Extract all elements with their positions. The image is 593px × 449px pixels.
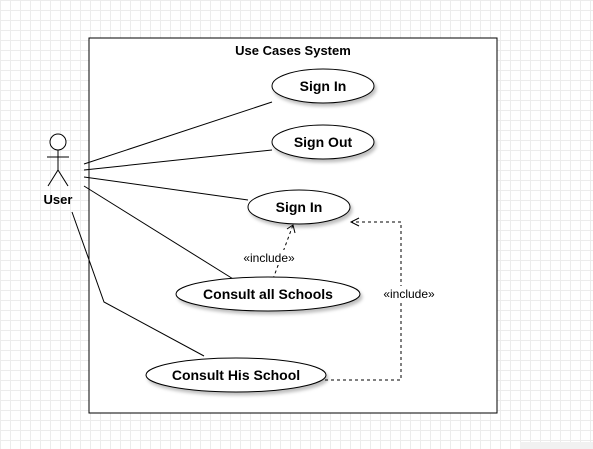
use-case-label: Consult all Schools bbox=[203, 286, 333, 302]
actor-name: User bbox=[44, 192, 73, 207]
actor-left-leg bbox=[47, 169, 59, 187]
association-sign-out[interactable] bbox=[83, 149, 273, 171]
actor-user[interactable] bbox=[47, 133, 69, 187]
include-label-1: «include» bbox=[243, 251, 295, 265]
include-edge-consult-his[interactable] bbox=[325, 221, 402, 381]
actor-right-leg bbox=[57, 169, 69, 187]
include-arrowhead-2 bbox=[349, 217, 360, 227]
actor-head bbox=[49, 133, 67, 151]
system-title: Use Cases System bbox=[235, 43, 351, 58]
association-sign-in[interactable] bbox=[83, 101, 273, 165]
use-case-consult-all-schools[interactable]: Consult all Schools bbox=[175, 276, 361, 312]
use-case-label: Sign In bbox=[300, 78, 347, 94]
association-sign-in-2[interactable] bbox=[83, 176, 249, 201]
association-consult-his-school[interactable] bbox=[71, 211, 205, 357]
use-case-label: Consult His School bbox=[172, 367, 300, 383]
include-arrowhead-1 bbox=[286, 224, 296, 234]
use-case-consult-his-school[interactable]: Consult His School bbox=[145, 357, 327, 393]
include-label-2: «include» bbox=[383, 287, 435, 301]
use-case-label: Sign In bbox=[276, 199, 323, 215]
association-consult-all-schools[interactable] bbox=[83, 185, 239, 283]
canvas-edge-strip bbox=[520, 442, 593, 449]
use-case-sign-in-2[interactable]: Sign In bbox=[247, 189, 351, 225]
use-case-sign-out[interactable]: Sign Out bbox=[271, 124, 375, 160]
use-case-label: Sign Out bbox=[294, 134, 353, 150]
use-case-sign-in[interactable]: Sign In bbox=[271, 68, 375, 104]
stereotype-bg-2 bbox=[380, 286, 438, 301]
stereotype-bg-1 bbox=[240, 250, 298, 265]
